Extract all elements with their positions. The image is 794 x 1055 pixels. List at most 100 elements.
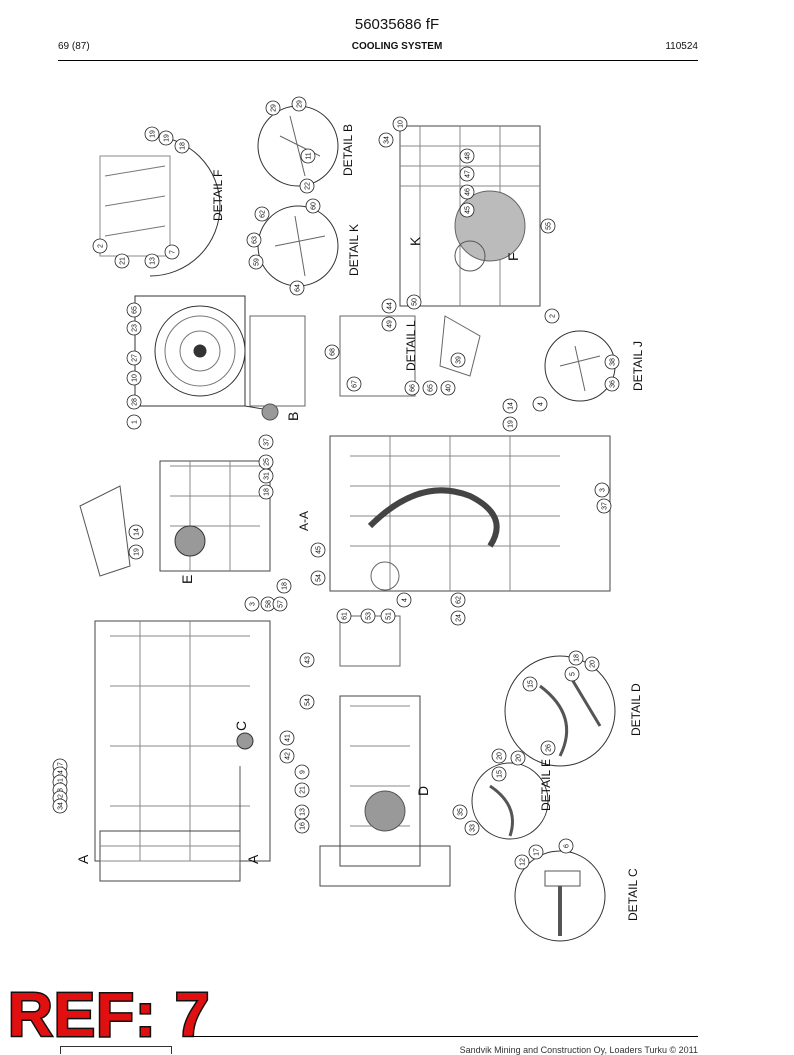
detail-f-outline [149,135,221,277]
callout-number: 13 [150,257,157,265]
callout-number: 65 [428,384,435,392]
callout-bubble [305,198,321,214]
detail-l-outline [339,315,416,397]
callout-bubble [540,740,556,756]
callout-bubble [381,316,397,332]
radiator-outline [134,295,246,407]
callout-bubble [294,764,310,780]
callout-bubble [452,804,468,820]
callout-bubble [324,344,340,360]
callout-number: 55 [546,222,553,230]
callout-bubble [604,376,620,392]
callout-bubble [246,232,262,248]
callout-bubble [92,238,108,254]
callout-bubble [522,676,538,692]
callout-bubble [502,416,518,432]
callout-bubble [568,650,584,666]
callout-number: 24 [58,770,65,778]
callout-number: 14 [134,528,141,536]
callout-number: 3 [600,488,607,492]
detail-e-outline [471,762,549,840]
callout-bubble [272,596,288,612]
callout-number: 27 [132,354,139,362]
view-label-detail-k: DETAIL K [347,224,361,276]
view-label-detail-b: DETAIL B [341,124,355,176]
callout-bubble [126,414,142,430]
view-label-detail-e: DETAIL E [539,759,553,811]
callout-number: 41 [285,734,292,742]
callout-bubble [299,178,315,194]
callout-bubble [174,138,190,154]
callout-bubble [464,820,480,836]
callout-number: 18 [180,142,187,150]
callout-number: 29 [271,104,278,112]
callout-number: 29 [297,100,304,108]
callout-bubble [459,166,475,182]
callout-number: 12 [520,858,527,866]
callout-number: 45 [316,546,323,554]
callout-bubble [300,148,316,164]
callout-bubble [558,838,574,854]
callout-bubble [244,596,260,612]
callout-number: 45 [465,206,472,214]
callout-number: 38 [610,358,617,366]
ref-stamp: REF: 7 [6,981,211,1050]
callout-number: 44 [387,302,394,310]
callout-bubble [450,352,466,368]
callout-bubble [459,184,475,200]
callout-bubble [310,570,326,586]
callout-bubble [540,218,556,234]
callout-bubble [294,818,310,834]
callout-bubble [158,130,174,146]
callout-bubble [544,308,560,324]
callout-bubble [289,280,305,296]
detail-c-outline [514,850,606,942]
callout-bubble [346,376,362,392]
page-number: 69 (87) [58,41,90,52]
doc-number: 56035686 fF [354,16,440,33]
callout-number: 43 [305,656,312,664]
callout-number: 23 [132,324,139,332]
callout-bubble [404,380,420,396]
callout-bubble [450,592,466,608]
callout-number: 40 [446,384,453,392]
callout-number: 68 [330,348,337,356]
callout-bubble [360,608,376,624]
callout-bubble [514,854,530,870]
callout-number: 54 [305,698,312,706]
letter-a-right: A [245,854,261,864]
document-date: 110524 [665,41,698,52]
callout-number: 35 [458,808,465,816]
callout-number: 66 [410,384,417,392]
callout-number: 17 [534,848,541,856]
letter-e: E [179,575,195,584]
detail-k-outline [257,205,339,287]
callout-number: 31 [264,472,271,480]
callout-bubble [291,96,307,112]
callout-number: 47 [465,170,472,178]
callout-bubble [299,652,315,668]
callout-bubble [144,253,160,269]
callout-bubble [258,484,274,500]
section-title: COOLING SYSTEM [351,41,443,52]
engine-top-view-middle [339,695,421,867]
callout-bubble [258,434,274,450]
callout-bubble [510,750,526,766]
callout-bubble [114,253,130,269]
callout-bubble [422,380,438,396]
callout-number: 57 [278,600,285,608]
callout-number: 36 [610,380,617,388]
callout-bubble [299,694,315,710]
callout-number: 67 [352,380,359,388]
engine-assembly-top [399,125,541,307]
callout-number: 5 [570,672,577,676]
callout-bubble [144,126,160,142]
callout-number: 19 [134,548,141,556]
callout-number: 19 [508,420,515,428]
callout-number: 18 [282,582,289,590]
callout-number: 42 [285,752,292,760]
callout-bubble [491,748,507,764]
callout-bubble [406,294,422,310]
callout-number: 64 [295,284,302,292]
callout-bubble [248,254,264,270]
